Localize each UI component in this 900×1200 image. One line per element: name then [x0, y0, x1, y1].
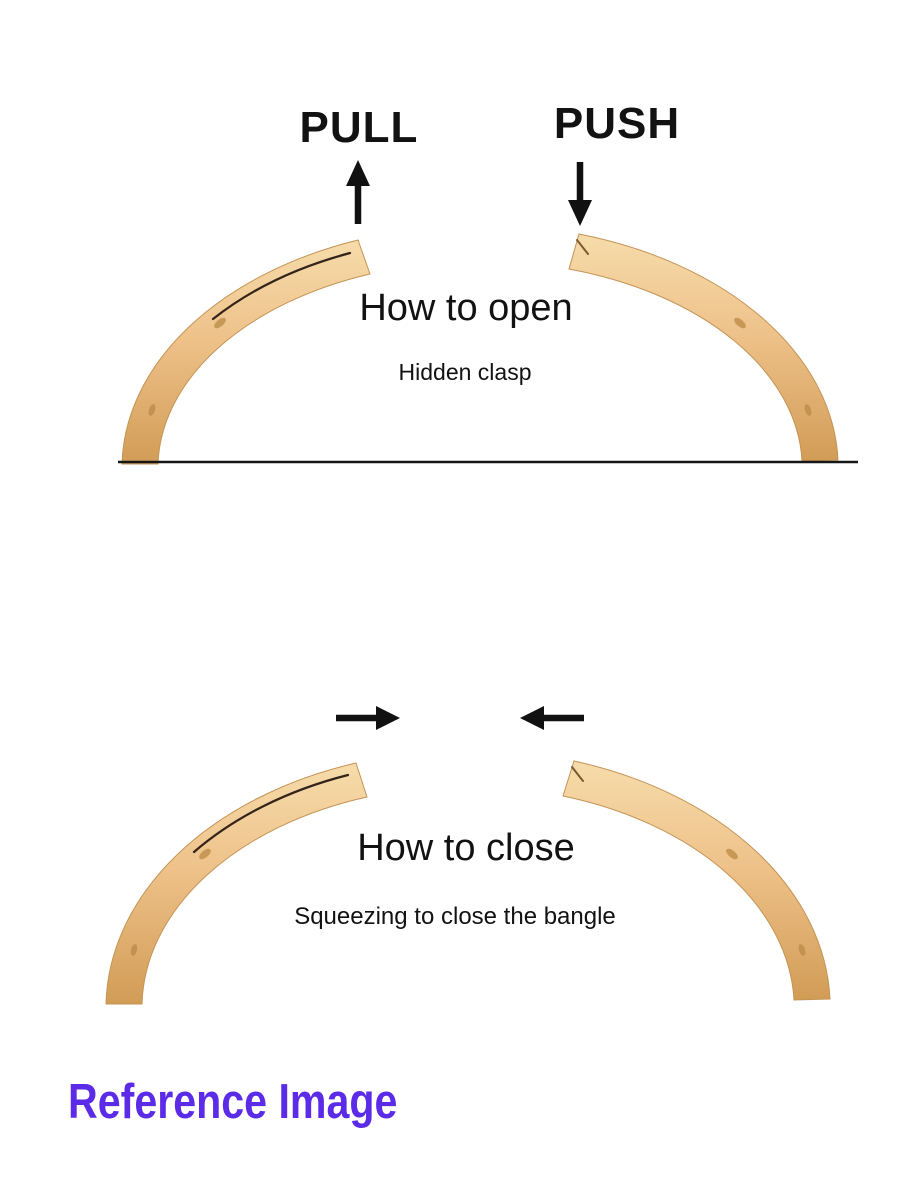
clasp-seam-line	[192, 773, 350, 854]
close-title: How to close	[357, 827, 575, 869]
squeeze-left-arrow-icon	[520, 706, 584, 730]
clasp-notch	[576, 239, 589, 255]
bangle-left-half	[105, 762, 368, 1005]
bangle-left-half	[121, 239, 371, 465]
reference-image-label: Reference Image	[68, 1075, 398, 1129]
open-title: How to open	[359, 287, 573, 329]
close-diagram	[105, 706, 831, 1005]
push-label: PUSH	[553, 99, 681, 148]
clasp-seam-line	[211, 251, 352, 321]
clasp-notch	[571, 766, 584, 782]
squeeze-right-arrow-icon	[336, 706, 400, 730]
bangle-right-half	[568, 233, 839, 462]
stud-details	[130, 848, 806, 956]
bangle-right-half	[562, 760, 831, 1001]
push-arrow-icon	[568, 162, 592, 226]
open-subtitle: Hidden clasp	[398, 359, 532, 385]
stud-details	[148, 317, 812, 416]
close-subtitle: Squeezing to close the bangle	[294, 903, 616, 930]
pull-arrow-icon	[346, 160, 370, 224]
pull-label: PULL	[299, 103, 419, 152]
open-diagram	[118, 160, 858, 465]
